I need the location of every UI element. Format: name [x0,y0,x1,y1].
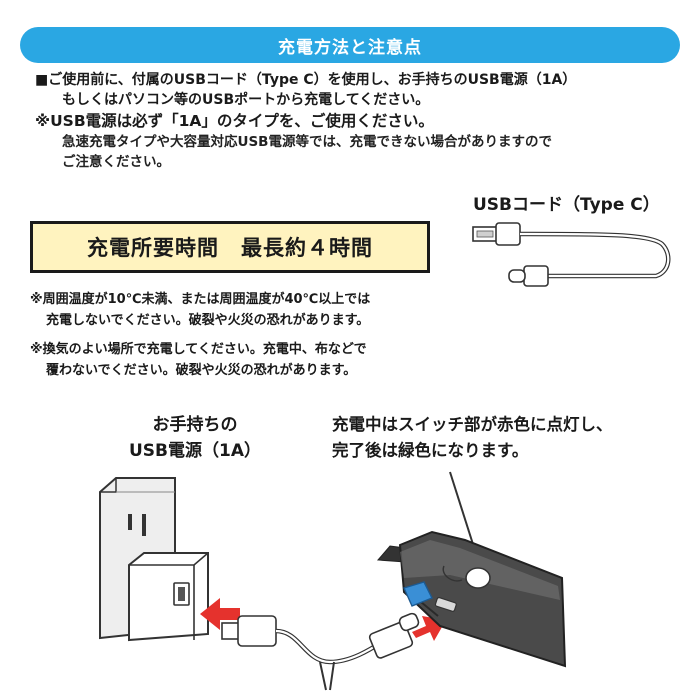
cable-fill [520,232,670,278]
power-label-line-2: USB電源（1A） [129,441,261,461]
power-switch [465,567,491,589]
led-indicator [403,581,433,607]
usb-a-plug [221,615,387,691]
usb-a-plug-body [495,222,521,246]
power-source-label: お手持ちの USB電源（1A） [115,412,275,464]
charge-time-box: 充電所要時間 最長約４時間 [30,221,430,273]
note-line-2: ご注意ください。 [62,154,170,170]
warning-2-line-2: 覆わないでください。破裂や火災の恐れがあります。 [46,363,357,378]
charge-time-text: 充電所要時間 最長約４時間 [87,236,373,260]
usb-c-tip [508,269,526,283]
switch-label-line-1: 充電中はスイッチ部が赤色に点灯し、 [332,415,613,434]
switch-label: 充電中はスイッチ部が赤色に点灯し、 完了後は緑色になります。 [332,412,613,464]
instruction-line-2: もしくはパソコン等のUSBポートから充電してください。 [62,92,430,108]
device-usb-c-port [434,597,457,612]
cable-label: USBコード（Type C） [473,195,660,215]
warning-1-line-1: ※周囲温度が10℃未満、または周囲温度が40℃以上では [30,292,371,307]
header-bar: 充電方法と注意点 [20,27,680,63]
header-title: 充電方法と注意点 [278,37,422,58]
usb-a-tip-slot [476,230,494,238]
adapter-port-inner [178,587,185,601]
outlet-slot-right [142,514,146,536]
instruction-line-1: ■ご使用前に、付属のUSBコード（Type C）を使用し、お手持ちのUSB電源（… [35,72,577,88]
usb-cable-illustration [472,222,671,287]
charging-device [376,530,567,668]
note-line-1: 急速充電タイプや大容量対応USB電源等では、充電できない場合がありますので [62,134,552,150]
usb-c-plug-body [523,265,549,287]
warning-1-line-2: 充電しないでください。破裂や火災の恐れがあります。 [46,313,370,328]
switch-label-line-2: 完了後は緑色になります。 [332,441,529,460]
warning-2-line-1: ※換気のよい場所で充電してください。充電中、布などで [30,342,367,357]
usb-power-adapter [128,552,209,642]
power-label-line-1: お手持ちの [152,415,238,435]
note-title: ※USB電源は必ず「1A」のタイプを、ご使用ください。 [35,112,434,130]
arrow-left-icon [200,598,240,630]
usb-c-plug [368,612,420,659]
outlet-slot-left [128,514,132,530]
